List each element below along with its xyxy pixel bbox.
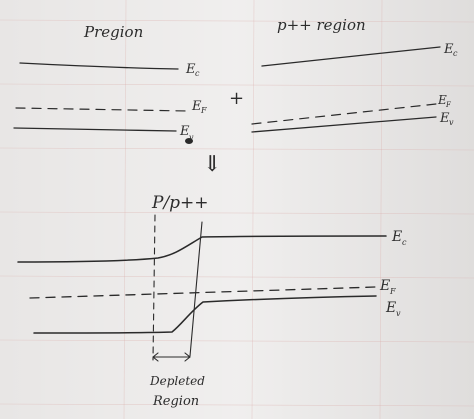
ppp-ef-label: E xyxy=(437,93,447,107)
ppp-ec-sub: c xyxy=(453,49,458,58)
ppp-ef-sub: F xyxy=(445,101,452,109)
ppp-conduction-band xyxy=(261,46,441,67)
junction-fermi-level xyxy=(29,286,377,299)
p-ev-label: E xyxy=(179,124,190,139)
ppp-ec-label: E xyxy=(443,42,454,57)
down-arrow-icon: ⇓ xyxy=(203,152,221,177)
junction-ec-label: E xyxy=(391,229,402,245)
p-conduction-band xyxy=(19,62,179,70)
junction-conduction-band xyxy=(17,235,387,263)
ppp-valence-band xyxy=(251,116,437,133)
ppp-fermi-level xyxy=(251,103,437,125)
junction-ev-label: E xyxy=(385,300,396,316)
p-ef-sub: F xyxy=(200,106,207,115)
arrowhead-left-icon xyxy=(152,352,159,362)
ink-blot xyxy=(185,138,193,144)
p-fermi-level xyxy=(15,107,189,112)
p-valence-band xyxy=(13,127,177,132)
region-label: Region xyxy=(152,394,199,409)
junction-ec-sub: c xyxy=(402,238,407,247)
junction-ev-sub: v xyxy=(396,309,401,318)
junction-title: P/p++ xyxy=(151,193,209,213)
junction-valence-band xyxy=(33,295,377,334)
ppp-region-diagram: p++ region E c E F E v xyxy=(251,16,458,133)
junction-diagram: P/p++ E c E F E v Depleted Region xyxy=(17,193,407,409)
junction-ef-sub: F xyxy=(389,287,396,296)
ppp-ev-label: E xyxy=(439,111,450,126)
depletion-left-boundary xyxy=(152,214,156,361)
p-region-title: Pregion xyxy=(83,23,143,41)
p-ev-sub: v xyxy=(189,133,194,142)
p-ef-label: E xyxy=(191,99,202,114)
ppp-ev-sub: v xyxy=(449,118,454,127)
p-ec-sub: c xyxy=(195,69,200,78)
p-ec-label: E xyxy=(185,62,196,77)
arrowhead-right-icon xyxy=(184,352,191,362)
p-region-diagram: Pregion E c E F E v xyxy=(13,23,207,144)
junction-ef-label: E xyxy=(379,278,390,294)
plus-sign: + xyxy=(229,88,244,109)
depletion-right-boundary xyxy=(189,221,203,357)
depleted-label: Depleted xyxy=(149,374,205,388)
ppp-region-title: p++ region xyxy=(277,16,366,34)
